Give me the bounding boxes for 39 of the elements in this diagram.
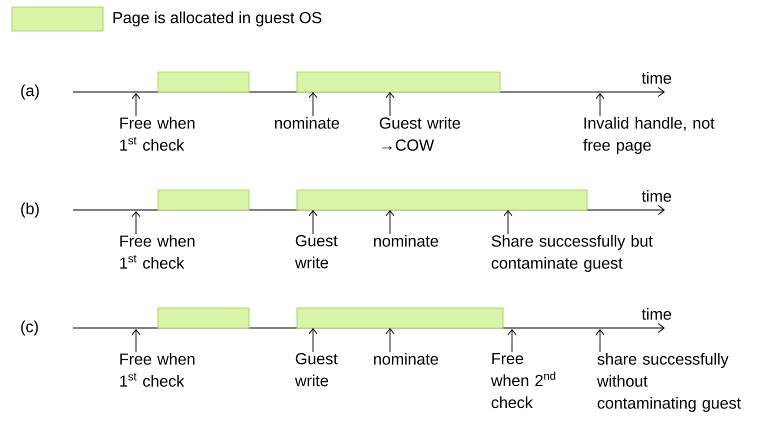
legend-text: Page is allocated in guest OS	[114, 12, 322, 26]
event-label: Guest write →COW	[380, 117, 460, 151]
arrow	[308, 328, 318, 352]
arrow	[596, 93, 604, 116]
event-label: Free when 2$^{nd}$ check	[491, 353, 556, 408]
event-label: share successfully without contaminating guest	[597, 353, 741, 412]
arrow	[308, 210, 318, 234]
event-label: Free when 1$^{st}$ check	[120, 235, 194, 269]
event-label: nominate	[374, 353, 438, 365]
axis-label: time	[642, 72, 672, 84]
event-label: nominate	[275, 117, 340, 129]
arrow	[386, 328, 394, 352]
arrow	[508, 329, 516, 352]
arrow	[132, 211, 140, 234]
row-label: (b)	[21, 202, 39, 218]
arrow	[386, 92, 394, 116]
event-label: Guest write	[295, 235, 338, 268]
event-label: Guest write	[295, 353, 338, 386]
allocation-bar	[158, 72, 250, 92]
event-label: Free when 1$^{st}$ check	[120, 117, 194, 151]
axis-label: time	[642, 190, 672, 202]
arrow	[386, 210, 394, 234]
allocation-bar	[296, 190, 588, 210]
allocation-bar	[158, 190, 250, 210]
allocation-bar	[158, 308, 250, 328]
arrow	[504, 210, 512, 234]
arrow	[308, 92, 318, 116]
event-label: Invalid handle, not free page	[583, 117, 714, 154]
arrow	[596, 329, 604, 352]
allocation-bar	[296, 308, 504, 328]
event-label: Share successfully but contaminate guest	[492, 235, 653, 272]
axis-label: time	[642, 308, 672, 320]
arrow	[132, 329, 140, 352]
allocation-bar	[296, 72, 500, 92]
event-label: Free when 1$^{st}$ check	[120, 353, 194, 387]
event-label: nominate	[374, 235, 438, 247]
arrow	[132, 93, 140, 116]
row-label: (c)	[21, 320, 38, 336]
row-label: (a)	[21, 84, 39, 100]
